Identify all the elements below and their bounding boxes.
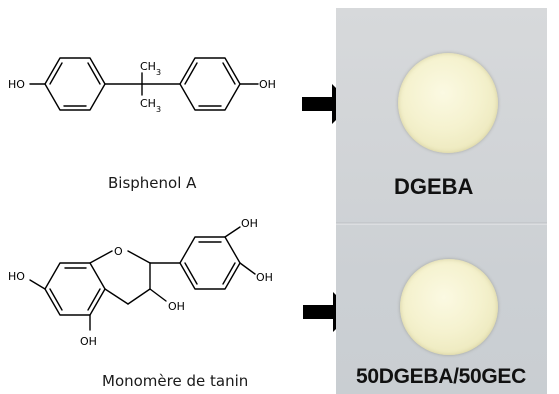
tannin-oh-right: OH [256, 271, 273, 284]
chemical-structures: HO OH CH3 CH3 HO OH O OH OH OH [8, 57, 276, 348]
bpa-left-ring [44, 57, 106, 111]
tannin-oh-c3: OH [168, 300, 185, 313]
bpa-oh-right: OH [259, 78, 276, 91]
bisphenol-a-caption: Bisphenol A [108, 174, 197, 192]
tannin-a-ring [44, 262, 106, 316]
tannin-oh-bottom: OH [80, 335, 97, 348]
blend-label: 50DGEBA/50GEC [356, 365, 526, 388]
photo-seam [336, 222, 547, 225]
tannin-ring-o: O [114, 245, 123, 258]
bpa-oh-left: HO [8, 78, 25, 91]
bpa-ch3-bottom: CH3 [140, 97, 161, 114]
tannin-oh-top-right: OH [241, 217, 258, 230]
dgeba-label: DGEBA [394, 174, 474, 199]
tannin-monomer-caption: Monomère de tanin [102, 372, 249, 390]
dgeba-sample-disc [398, 53, 498, 153]
tannin-ho-left: HO [8, 270, 25, 283]
bpa-right-ring [179, 57, 241, 111]
samples-photo: DGEBA 50DGEBA/50GEC [336, 8, 547, 394]
blend-sample-disc [400, 259, 498, 355]
bpa-ch3-top: CH3 [140, 60, 161, 77]
tannin-b-ring [179, 236, 241, 290]
